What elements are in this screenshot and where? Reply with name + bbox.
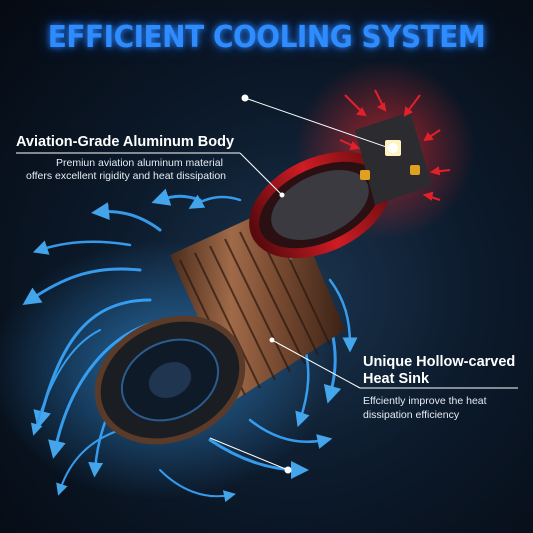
callout-desc-line1: Effciently improve the heat	[363, 395, 487, 407]
callout-title-line1: Unique Hollow-carved	[363, 354, 516, 370]
callout-heat-sink-desc: Effciently improve the heat dissipation …	[363, 394, 487, 422]
page-title: EFFICIENT COOLING SYSTEM	[47, 18, 486, 55]
callout-heat-sink: Unique Hollow-carved Heat Sink	[363, 354, 515, 388]
callout-title: Aviation-Grade Aluminum Body	[16, 134, 235, 150]
callout-aluminum-body: Aviation-Grade Aluminum Body	[16, 134, 234, 150]
callout-desc-line2: offers excellent rigidity and heat dissi…	[26, 170, 227, 182]
callout-aluminum-body-desc: Premiun aviation aluminum material	[56, 156, 223, 170]
led-chip-head	[355, 112, 432, 205]
callout-title-line2: Heat Sink	[363, 371, 430, 387]
callout-desc-line1: Premiun aviation aluminum material	[56, 157, 223, 169]
callout-desc-line2: dissipation efficiency	[363, 409, 460, 421]
callout-aluminum-body-desc2: offers excellent rigidity and heat dissi…	[26, 169, 226, 183]
heat-arrow-icon	[339, 89, 451, 201]
callout-leaders	[16, 94, 518, 474]
bulb-collar	[249, 151, 391, 260]
